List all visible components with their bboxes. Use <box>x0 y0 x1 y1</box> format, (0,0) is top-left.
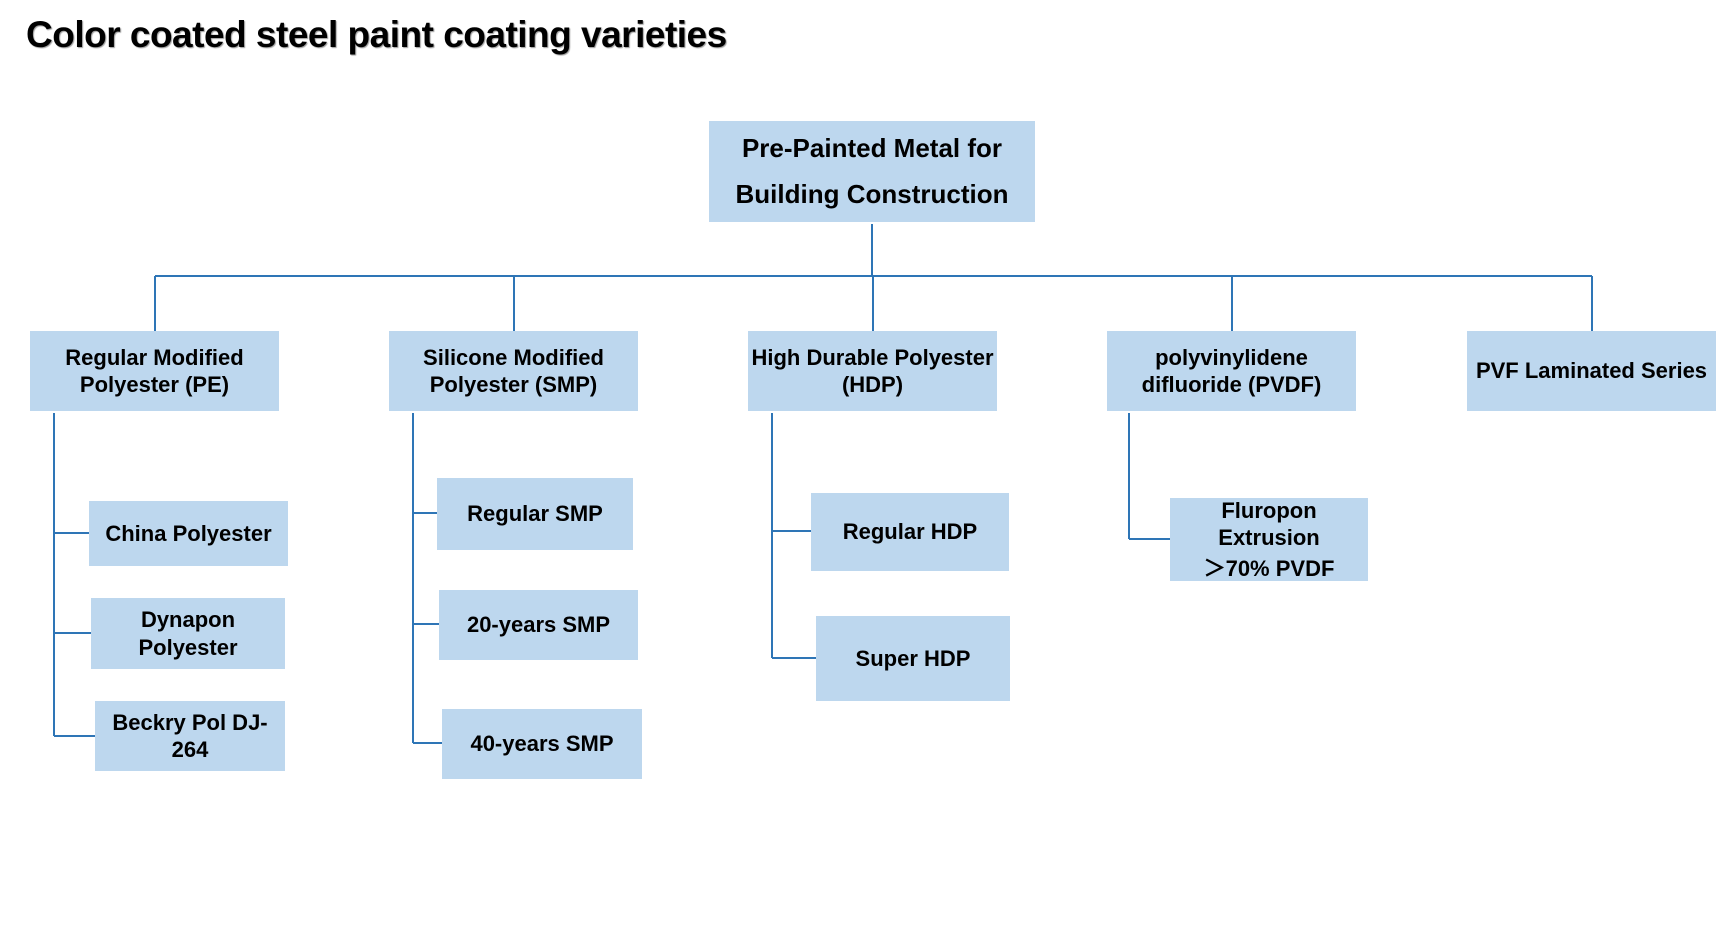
category-pvdf: polyvinylidene difluoride (PVDF) <box>1107 331 1356 411</box>
leaf-40-years-smp-label: 40-years SMP <box>470 731 614 757</box>
category-pe-line-1: Regular Modified <box>65 344 244 370</box>
category-hdp-line-2: (HDP) <box>841 372 904 397</box>
category-smp-line-1: Silicone Modified <box>423 344 604 370</box>
leaf-dynapon-polyester-line-2: Polyester <box>138 634 238 660</box>
leaf-super-hdp-label: Super HDP <box>855 645 971 671</box>
leaf-super-hdp: Super HDP <box>816 616 1010 701</box>
category-pe-line-2: Polyester (PE) <box>79 372 230 397</box>
root-node-line-1: Pre-Painted Metal for <box>741 133 1003 163</box>
category-smp: Silicone Modified Polyester (SMP) <box>389 331 638 411</box>
category-pvdf-line-2: difluoride (PVDF) <box>1141 372 1322 397</box>
leaf-china-polyester: China Polyester <box>89 501 288 566</box>
category-pe: Regular Modified Polyester (PE) <box>30 331 279 411</box>
root-node-line-2: Building Construction <box>735 178 1009 209</box>
leaf-40-years-smp: 40-years SMP <box>442 709 642 779</box>
leaf-fluropon-extrusion: Fluropon Extrusion ＞70% PVDF <box>1170 498 1368 581</box>
category-pvf: PVF Laminated Series <box>1467 331 1716 411</box>
leaf-regular-smp: Regular SMP <box>437 478 633 550</box>
leaf-regular-hdp: Regular HDP <box>811 493 1009 571</box>
category-pvdf-line-1: polyvinylidene <box>1155 344 1308 370</box>
leaf-regular-hdp-label: Regular HDP <box>842 519 978 545</box>
category-smp-line-2: Polyester (SMP) <box>429 372 598 397</box>
leaf-china-polyester-label: China Polyester <box>105 520 272 546</box>
leaf-dynapon-polyester-line-1: Dynapon <box>140 607 236 632</box>
leaf-fluropon-line-3: ＞70% PVDF <box>1203 555 1335 581</box>
root-node: Pre-Painted Metal for Building Construct… <box>709 121 1035 222</box>
page-title: Color coated steel paint coating varieti… <box>26 14 727 55</box>
category-hdp: High Durable Polyester (HDP) <box>748 331 997 411</box>
leaf-20-years-smp-label: 20-years SMP <box>466 612 611 638</box>
leaf-fluropon-line-1: Fluropon <box>1221 498 1317 523</box>
leaf-dynapon-polyester: Dynapon Polyester <box>91 598 285 669</box>
leaf-20-years-smp: 20-years SMP <box>439 590 638 660</box>
leaf-fluropon-line-2: Extrusion <box>1218 524 1320 550</box>
category-hdp-line-1: High Durable Polyester <box>751 344 994 370</box>
category-pvf-line-1: PVF Laminated Series <box>1475 358 1708 384</box>
leaf-beckry-pol-label: Beckry Pol DJ-264 <box>112 709 268 763</box>
leaf-regular-smp-label: Regular SMP <box>467 501 603 527</box>
leaf-beckry-pol: Beckry Pol DJ-264 <box>95 701 285 771</box>
